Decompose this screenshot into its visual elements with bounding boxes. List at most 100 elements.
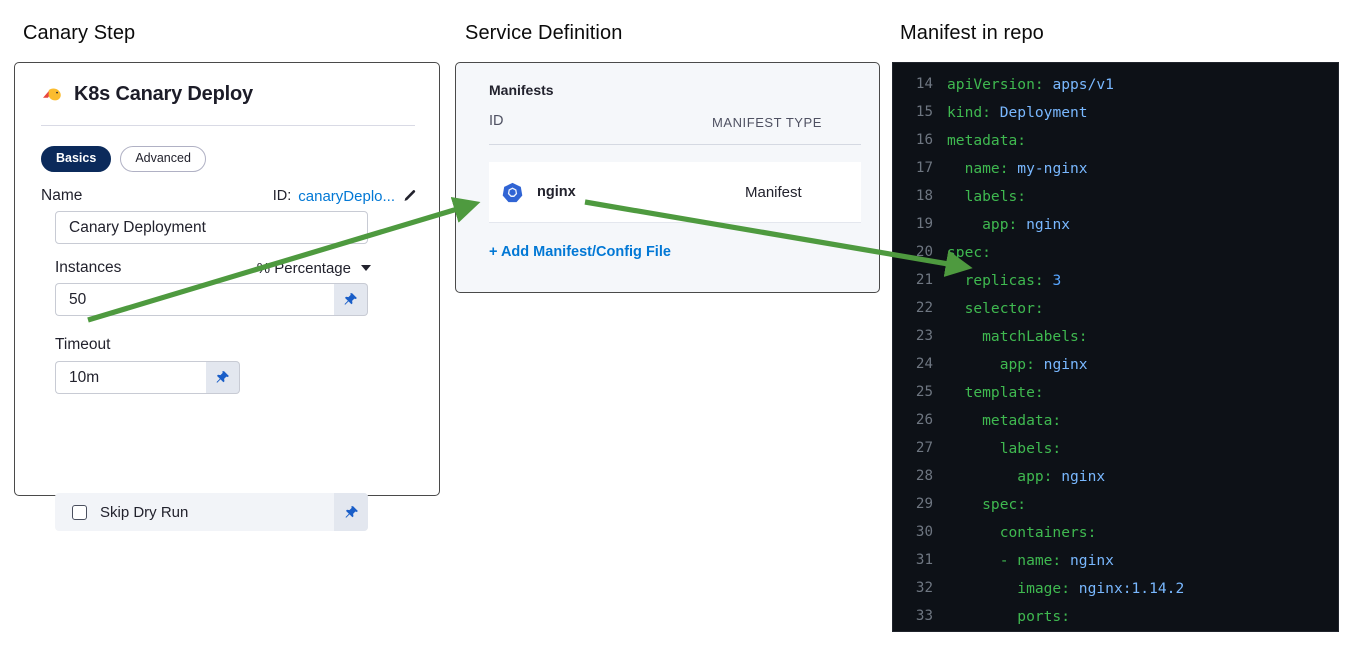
skip-dry-run-label: Skip Dry Run: [100, 503, 189, 521]
column-header-id: ID: [489, 113, 504, 129]
tab-pill-row: Basics Advanced: [41, 146, 206, 172]
instances-label: Instances: [55, 259, 122, 276]
code-value: nginx:1.14.2: [1070, 579, 1185, 597]
caption-canary-step: Canary Step: [23, 22, 136, 44]
tab-basics[interactable]: Basics: [41, 146, 112, 172]
code-value: Deployment: [990, 103, 1088, 121]
pin-icon: [216, 371, 229, 383]
code-line: 23 matchLabels:: [893, 322, 1338, 350]
manifest-id-value: nginx: [537, 184, 576, 200]
code-line-text: spec:: [947, 495, 1027, 513]
code-line-text: app: nginx: [947, 215, 1071, 233]
code-line-text: metadata:: [947, 131, 1027, 149]
code-line-number: 32: [915, 580, 933, 596]
service-definition-card: Manifests ID MANIFEST TYPE nginx Manifes…: [455, 62, 880, 293]
pin-icon: [345, 505, 358, 518]
code-line: 29 spec:: [893, 490, 1338, 518]
timeout-input-group: 10m: [55, 361, 240, 394]
code-line-text: selector:: [947, 299, 1044, 317]
code-line-text: labels:: [947, 187, 1027, 205]
code-value: nginx: [1017, 215, 1071, 233]
instances-type-select[interactable]: % Percentage: [257, 260, 371, 277]
code-value: nginx: [1034, 355, 1088, 373]
instances-input[interactable]: 50: [55, 283, 334, 316]
code-line-text: ports:: [947, 607, 1071, 625]
code-value: apps/v1: [1043, 75, 1114, 93]
name-input[interactable]: Canary Deployment: [55, 211, 368, 244]
code-line: 32 image: nginx:1.14.2: [893, 574, 1338, 602]
timeout-pin-button[interactable]: [206, 361, 240, 394]
code-line: 26 metadata:: [893, 406, 1338, 434]
step-id-group: ID: canaryDeplo...: [273, 188, 417, 205]
code-line-text: template:: [947, 383, 1044, 401]
code-line: 17 name: my-nginx: [893, 154, 1338, 182]
code-line-number: 24: [915, 356, 933, 372]
code-line-text: labels:: [947, 439, 1062, 457]
code-line-number: 27: [915, 440, 933, 456]
code-line-text: spec:: [947, 243, 991, 261]
code-line: 28 app: nginx: [893, 462, 1338, 490]
timeout-input[interactable]: 10m: [55, 361, 206, 394]
code-line-number: 18: [915, 188, 933, 204]
code-value: nginx: [1061, 551, 1114, 569]
caption-manifest-in-repo: Manifest in repo: [900, 22, 1044, 44]
timeout-label: Timeout: [55, 336, 111, 353]
instances-input-group: 50: [55, 283, 368, 316]
skip-dry-run-checkbox[interactable]: [72, 504, 87, 520]
name-field-row: Name ID: canaryDeplo...: [41, 187, 417, 205]
code-line: 19 app: nginx: [893, 210, 1338, 238]
code-line-text: image: nginx:1.14.2: [947, 579, 1185, 597]
code-line-number: 33: [915, 608, 933, 624]
code-value: 3: [1043, 271, 1062, 289]
code-line-number: 22: [915, 300, 933, 316]
table-row[interactable]: nginx Manifest: [489, 162, 861, 223]
add-manifest-link[interactable]: + Add Manifest/Config File: [489, 244, 671, 260]
code-line-number: 20: [915, 244, 933, 260]
table-header-divider: [489, 144, 861, 145]
step-id-value[interactable]: canaryDeplo...: [298, 187, 395, 205]
canary-step-header: K8s Canary Deploy: [41, 83, 253, 106]
code-value: nginx: [1052, 467, 1106, 485]
code-line-number: 16: [915, 132, 933, 148]
code-line-text: app: nginx: [947, 467, 1106, 485]
code-line-number: 26: [915, 412, 933, 428]
canary-bird-icon: [41, 86, 63, 104]
code-line-text: apiVersion: apps/v1: [947, 75, 1114, 93]
code-line-number: 31: [915, 552, 933, 568]
caption-service-definition: Service Definition: [465, 22, 623, 44]
skip-dry-run-row[interactable]: Skip Dry Run: [55, 493, 368, 531]
code-line: 24 app: nginx: [893, 350, 1338, 378]
code-line: 25 template:: [893, 378, 1338, 406]
pencil-icon[interactable]: [402, 189, 417, 204]
code-line-number: 30: [915, 524, 933, 540]
code-line: 22 selector:: [893, 294, 1338, 322]
code-line-text: app: nginx: [947, 355, 1088, 373]
code-line: 34 - containerPort: 80: [893, 630, 1338, 631]
manifests-section-title: Manifests: [489, 82, 554, 98]
code-line: 30 containers:: [893, 518, 1338, 546]
code-line-text: containers:: [947, 523, 1097, 541]
name-label: Name: [41, 187, 83, 204]
chevron-down-icon: [361, 265, 371, 271]
tab-advanced[interactable]: Advanced: [120, 146, 206, 172]
code-line-number: 21: [915, 272, 933, 288]
code-value: my-nginx: [1008, 159, 1088, 177]
code-line: 20 spec:: [893, 238, 1338, 266]
instances-pin-button[interactable]: [334, 283, 368, 316]
code-line: 21 replicas: 3: [893, 266, 1338, 294]
instances-type-value: % Percentage: [256, 259, 351, 277]
instances-field-row: Instances % Percentage: [55, 259, 371, 277]
code-line-number: 23: [915, 328, 933, 344]
skip-dry-run-pin-button[interactable]: [334, 493, 368, 531]
code-line-number: 19: [915, 216, 933, 232]
code-line: 16 metadata:: [893, 126, 1338, 154]
code-line-number: 29: [915, 496, 933, 512]
code-line-number: 15: [915, 104, 933, 120]
code-line: 31 - name: nginx: [893, 546, 1338, 574]
code-line-number: 17: [915, 160, 933, 176]
